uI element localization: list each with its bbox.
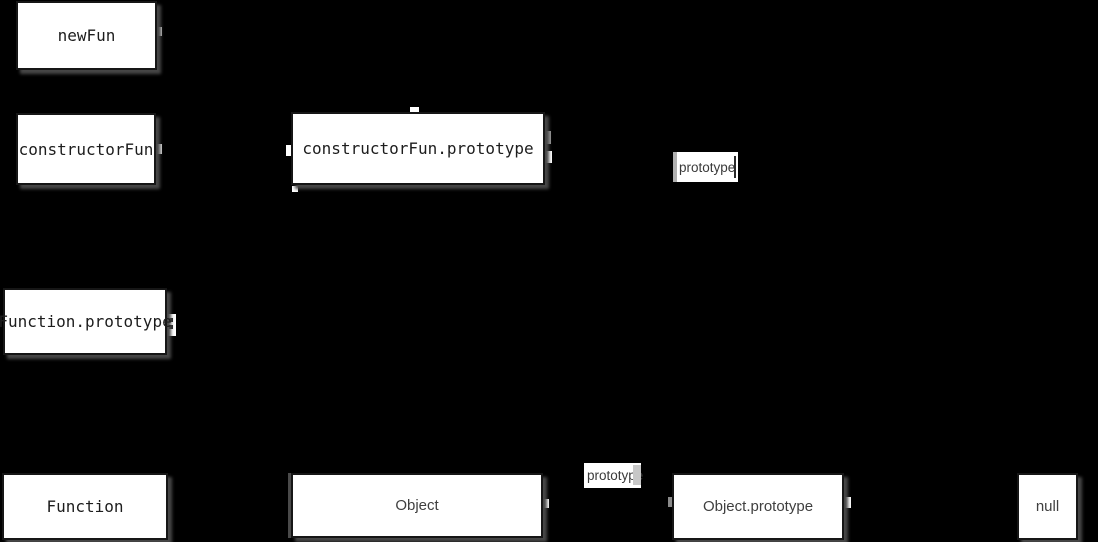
node-object-prototype: Object.prototype	[672, 473, 844, 540]
arrow-stub-objectproto-right	[845, 497, 851, 508]
arrowhead-icon	[167, 314, 176, 336]
arrowhead-dot	[169, 318, 173, 322]
edge-line-fragment	[633, 465, 641, 485]
arrow-stub-newfun-right	[157, 27, 162, 36]
arrow-stub-object-right	[544, 499, 549, 508]
node-function-prototype-label: Function.prototype	[0, 312, 172, 331]
node-object-label: Object	[395, 497, 439, 514]
node-function: Function	[2, 473, 168, 540]
arrow-stub-cfunproto-right-lower	[545, 151, 552, 163]
node-null: null	[1017, 473, 1078, 540]
edge-label-prototype-upper: prototype	[673, 152, 738, 182]
arrow-stub-cfunproto-top	[410, 107, 419, 113]
edge-label-prototype-lower: prototype	[584, 463, 644, 488]
arrow-stub-cfunproto-bottom	[292, 186, 298, 192]
arrow-stub-constructorfun-right	[157, 144, 162, 154]
edge-line-fragment	[734, 156, 736, 178]
node-function-label: Function	[46, 497, 124, 516]
edge-label-prototype-upper-text: prototype	[679, 159, 736, 175]
node-constructorfun-prototype-label: constructorFun.prototype	[302, 139, 534, 158]
node-null-label: null	[1035, 498, 1060, 515]
node-function-prototype: Function.prototype	[0, 288, 172, 355]
node-constructorfun-prototype: constructorFun.prototype	[291, 112, 545, 185]
node-newfun: newFun	[16, 1, 157, 70]
node-constructorfun: constructorFun	[16, 113, 156, 185]
arrowhead-dot	[169, 325, 173, 329]
arrow-stub-cfunproto-left	[286, 145, 291, 156]
node-newfun-label: newFun	[57, 26, 116, 45]
edge-line-fragment	[673, 152, 677, 182]
node-object: Object	[291, 473, 543, 538]
edge-label-prototype-lower-text: prototype	[587, 468, 644, 483]
arrow-stub-objectproto-left	[668, 497, 672, 507]
arrow-line-object-left	[288, 473, 292, 538]
arrow-stub-cfunproto-right-upper	[546, 131, 551, 144]
node-constructorfun-label: constructorFun	[18, 139, 154, 159]
node-object-prototype-label: Object.prototype	[702, 498, 814, 515]
